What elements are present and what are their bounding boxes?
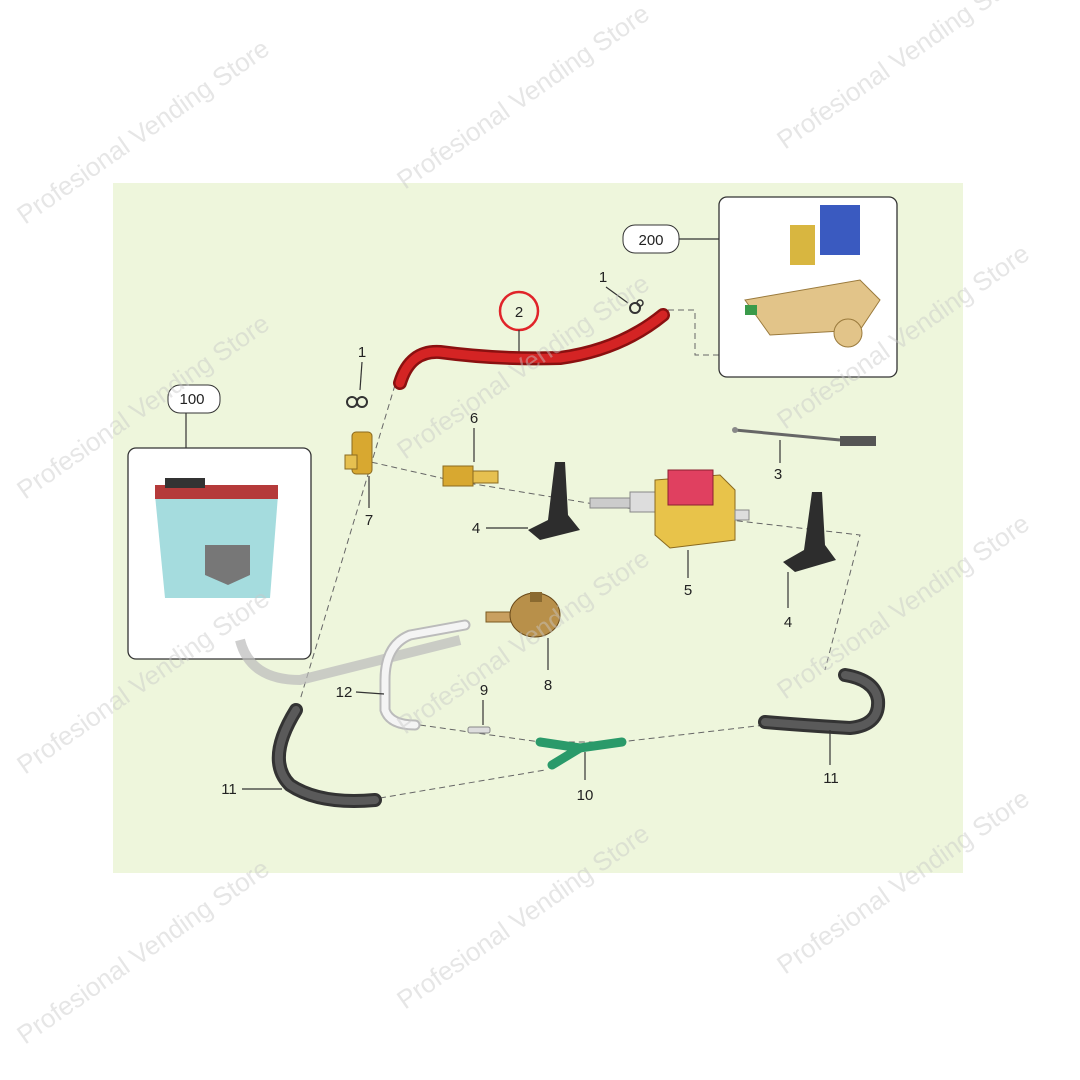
callout-11-left: 11 bbox=[221, 781, 237, 798]
callout-5: 5 bbox=[684, 582, 692, 599]
callout-2: 2 bbox=[515, 304, 523, 321]
callout-8: 8 bbox=[544, 677, 552, 694]
callout-3: 3 bbox=[774, 466, 782, 483]
callout-1-left: 1 bbox=[358, 344, 366, 361]
bracket-part-4-left[interactable] bbox=[528, 462, 580, 540]
callout-1-top: 1 bbox=[599, 269, 607, 286]
callout-6: 6 bbox=[470, 410, 478, 427]
callout-12: 12 bbox=[336, 684, 353, 701]
rod-part-3[interactable] bbox=[732, 427, 876, 446]
svg-text:Profesional Vending Store: Profesional Vending Store bbox=[771, 0, 1034, 155]
callout-7: 7 bbox=[365, 512, 373, 529]
callout-200: 200 bbox=[638, 232, 663, 249]
svg-text:Profesional Vending Store: Profesional Vending Store bbox=[391, 0, 654, 195]
callout-100: 100 bbox=[179, 391, 204, 408]
fitting-part-6[interactable] bbox=[442, 465, 499, 487]
hose-clip-part-1-left[interactable] bbox=[346, 396, 368, 408]
y-connector-part-10[interactable] bbox=[535, 737, 627, 770]
bracket-part-4-right[interactable] bbox=[783, 492, 836, 572]
callout-4-left: 4 bbox=[472, 520, 480, 537]
water-tank-assembly-100[interactable] bbox=[127, 447, 462, 686]
assembly-200-box[interactable] bbox=[718, 196, 898, 378]
svg-text:Profesional Vending Store: Profesional Vending Store bbox=[11, 853, 274, 1050]
pin-part-9[interactable] bbox=[467, 726, 491, 734]
fitting-part-7[interactable] bbox=[344, 431, 373, 475]
hose-clip-part-1-top[interactable] bbox=[629, 299, 644, 314]
callout-4-right: 4 bbox=[784, 614, 792, 631]
valve-part-8[interactable] bbox=[485, 592, 561, 638]
callout-box-100 bbox=[167, 384, 221, 414]
callout-11-right: 11 bbox=[823, 770, 839, 787]
callout-9: 9 bbox=[480, 682, 488, 699]
callout-10: 10 bbox=[577, 787, 594, 804]
pump-part-5[interactable] bbox=[589, 469, 750, 549]
